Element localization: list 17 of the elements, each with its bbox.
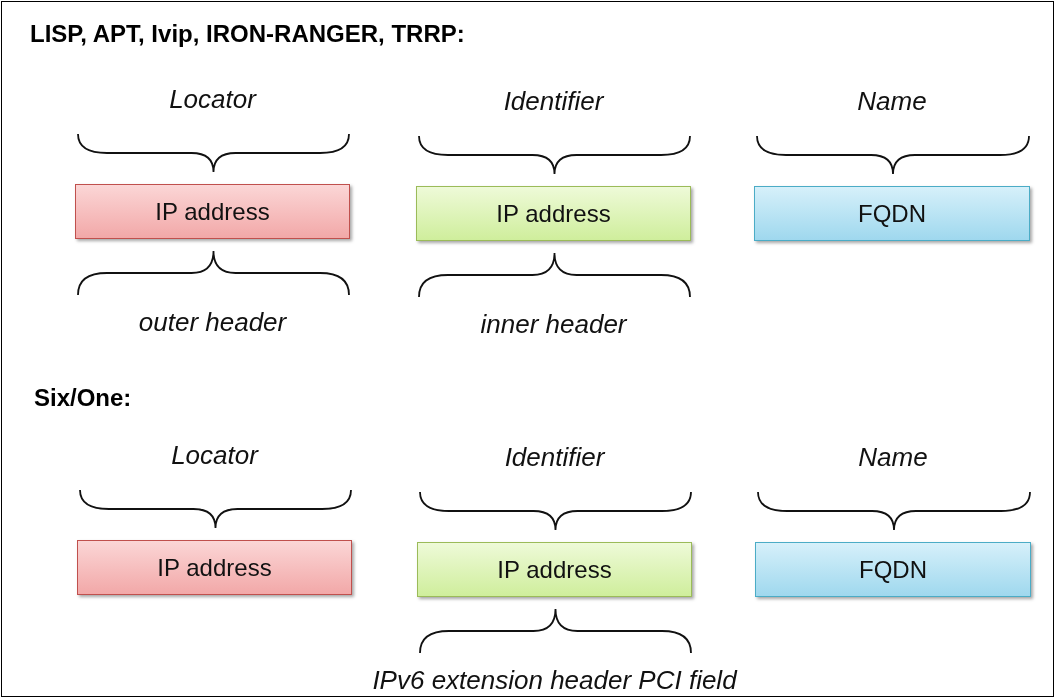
field-box: IP address [77, 540, 352, 595]
field-label: outer header [138, 307, 287, 338]
field-label: Identifier [503, 86, 604, 117]
field-label: Locator [171, 440, 258, 471]
field-box: FQDN [755, 542, 1031, 597]
field-label: IPv6 extension header PCI field [372, 665, 737, 696]
field-box: IP address [75, 184, 350, 239]
field-box: IP address [417, 542, 692, 597]
field-label: inner header [480, 309, 627, 340]
field-box: FQDN [754, 186, 1030, 241]
field-label: Name [858, 442, 928, 473]
section-heading: Six/One: [34, 384, 132, 412]
field-label: Name [857, 86, 927, 117]
section-heading: LISP, APT, Ivip, IRON-RANGER, TRRP: [30, 20, 465, 48]
field-box: IP address [416, 186, 691, 241]
field-label: Identifier [504, 442, 605, 473]
field-label: Locator [169, 84, 256, 115]
